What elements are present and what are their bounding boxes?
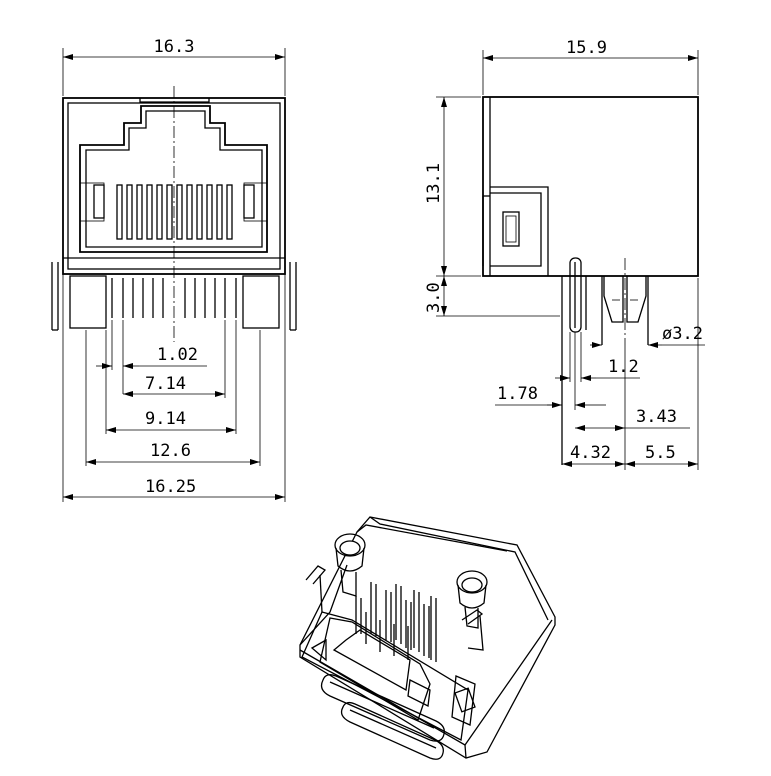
dimension-peg-diameter: ø3.2 xyxy=(590,324,705,348)
dim-label-depth: 15.9 xyxy=(566,38,607,58)
side-view: 15.9 13.1 3.0 ø3.2 1. xyxy=(424,38,705,470)
iso-body xyxy=(299,516,556,759)
front-top-tab xyxy=(139,98,210,103)
dimension-pin-pitch: 1.02 xyxy=(96,320,207,394)
dim-label-4-32: 4.32 xyxy=(570,443,611,463)
iso-left-peg xyxy=(334,533,366,597)
dim-label-standoff: 3.0 xyxy=(424,282,444,313)
dim-label-overall-width: 16.25 xyxy=(145,477,196,497)
dimension-overall-width: 16.25 xyxy=(62,274,286,502)
iso-pins xyxy=(355,582,437,662)
isometric-view xyxy=(299,516,556,760)
dim-label-pin-pitch: 1.02 xyxy=(157,345,198,365)
front-contacts xyxy=(116,184,233,240)
dimension-inner-span: 9.14 xyxy=(105,320,237,434)
dimension-depth: 15.9 xyxy=(482,38,699,95)
dimension-3-43: 3.43 xyxy=(575,345,690,470)
iso-lower-slots xyxy=(320,674,445,760)
dimension-pins-span: 7.14 xyxy=(123,320,226,398)
dim-label-post-span: 12.6 xyxy=(150,441,191,461)
dimension-1-2: 1.2 xyxy=(555,332,640,382)
dimension-height: 13.1 xyxy=(424,96,481,277)
dim-label-width-top: 16.3 xyxy=(154,37,195,57)
dim-label-5-5: 5.5 xyxy=(645,443,676,463)
iso-right-peg xyxy=(456,570,488,629)
front-view: 16.3 1.02 7.14 9.14 1 xyxy=(51,37,297,502)
dim-label-peg-diameter: ø3.2 xyxy=(662,324,703,344)
front-bottom-leads xyxy=(51,262,297,331)
dim-label-1-78: 1.78 xyxy=(497,384,538,404)
dimension-post-span: 12.6 xyxy=(85,330,261,466)
iso-side-leads xyxy=(305,565,484,651)
dimension-4-32-5-5: 4.32 5.5 xyxy=(562,278,699,470)
dimension-width-top: 16.3 xyxy=(62,37,286,96)
side-locating-peg xyxy=(601,258,649,345)
iso-port-face xyxy=(301,611,469,742)
side-latch xyxy=(482,186,549,276)
dim-label-1-2: 1.2 xyxy=(608,357,639,377)
dimension-1-78: 1.78 xyxy=(495,332,606,410)
dim-label-pins-span: 7.14 xyxy=(145,374,186,394)
dim-label-height: 13.1 xyxy=(424,163,444,204)
rj45-port-opening xyxy=(79,105,268,253)
side-rear-lead xyxy=(561,257,587,465)
dim-label-3-43: 3.43 xyxy=(636,407,677,427)
dimension-standoff: 3.0 xyxy=(424,276,560,317)
dim-label-inner-span: 9.14 xyxy=(145,409,186,429)
iso-side-window xyxy=(454,687,476,713)
